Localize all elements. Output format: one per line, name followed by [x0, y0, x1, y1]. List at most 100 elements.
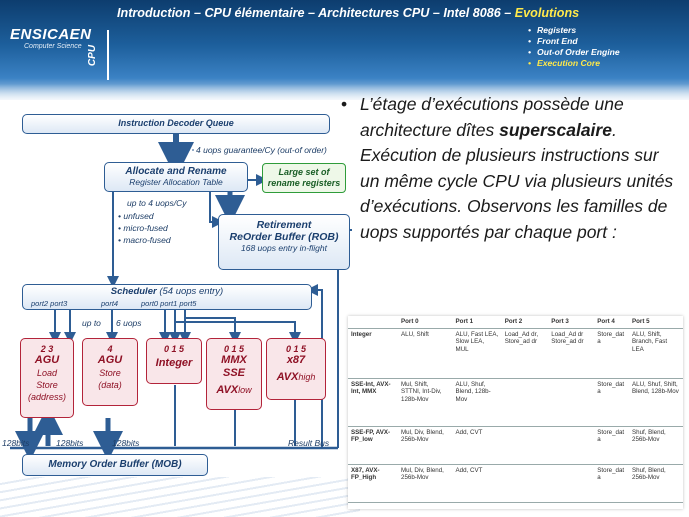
unit-ports: 0 1 5: [163, 344, 185, 354]
table-cell: Load_Ad dr, Store_ad dr: [501, 328, 549, 379]
table-cell: Mul, Div, Blend, 256b-Mov: [398, 464, 453, 503]
table-cell: Store_dat a: [594, 426, 630, 465]
table-row-header: SSE-FP, AVX-FP_low: [348, 426, 398, 465]
body-paragraph: • L’étage d’exécutions possède une archi…: [341, 92, 678, 245]
uops-guarantee-note: 4 uops guarantee/Cy (out-of order): [196, 145, 327, 155]
retirement-rob-box: Retirement ReOrder Buffer (ROB) 168 uops…: [218, 214, 350, 270]
nav-item-ooo-engine[interactable]: Out-of Order Engine: [528, 47, 620, 58]
paragraph-bold: superscalaire: [499, 119, 612, 140]
table-row: Integer ALU, Shift ALU, Fast LEA, Slow L…: [348, 328, 683, 379]
table-cell: [501, 426, 549, 465]
table-row-header: SSE-Int, AVX-Int, MMX: [348, 378, 398, 427]
scheduler-box: Scheduler (54 uops entry) port2 port3 po…: [22, 284, 312, 310]
six-uops-label: 6 uops: [116, 318, 142, 328]
unit-sub: Store: [36, 380, 58, 390]
slide-title: Introduction – CPU élémentaire – Archite…: [117, 6, 579, 20]
unit-name: AVX: [216, 384, 239, 396]
table-cell: ALU, Shuf, Blend, 128b-Mov: [452, 378, 502, 427]
mmx-sse-avx-unit: 0 1 5 MMX SSE AVXlow: [206, 338, 262, 410]
table-header: Port 0: [398, 316, 453, 329]
memory-order-buffer: Memory Order Buffer (MOB): [22, 454, 208, 476]
table-cell: Store_dat a: [594, 378, 630, 427]
table-cell: ALU, Fast LEA, Slow LEA, MUL: [452, 328, 502, 379]
bits-label: 128bits: [56, 438, 84, 448]
bullet-dot: •: [341, 94, 348, 114]
table-cell: Mul, Shift, STTNI, Int-Div, 128b-Mov: [398, 378, 453, 427]
title-highlight: Evolutions: [514, 6, 580, 20]
paragraph-text: . Exécution de plusieurs instructions su…: [360, 119, 674, 242]
table-header: Port 1: [452, 316, 502, 329]
table-cell: Add, CVT: [452, 426, 502, 465]
table-header-row: Port 0 Port 1 Port 2 Port 3 Port 4 Port …: [348, 316, 683, 329]
agu-load-store-unit: 2 3 AGU Load Store (address): [20, 338, 74, 418]
scheduler-title: Scheduler: [110, 286, 157, 297]
table-cell: Mul, Div, Blend, 256b-Mov: [398, 426, 453, 465]
uops-per-cycle: up to 4 uops/Cy: [127, 198, 187, 208]
table-cell: Store_dat a: [594, 328, 630, 379]
table-cell: [501, 464, 549, 503]
bits-label: 128bits: [2, 438, 30, 448]
rob-title: ReOrder Buffer (ROB): [229, 231, 339, 243]
nav-item-front-end[interactable]: Front End: [528, 36, 620, 47]
unit-name: AGU: [34, 354, 60, 366]
table-cell: Store_dat a: [594, 464, 630, 503]
ports-right-label: port0 port1 port5: [141, 299, 197, 308]
ensicaen-logo: ENSICAEN: [10, 26, 92, 43]
table-cell: Load_Ad dr Store_ad dr: [548, 328, 595, 379]
fused-unfused: • unfused: [118, 211, 154, 221]
table-header: Port 4: [594, 316, 630, 329]
title-main: Introduction – CPU élémentaire – Archite…: [117, 6, 515, 20]
paragraph-text: L’étage d’exécutions possède une archite…: [360, 94, 624, 140]
instruction-decoder-queue: Instruction Decoder Queue: [22, 114, 330, 134]
table-row: SSE-FP, AVX-FP_low Mul, Div, Blend, 256b…: [348, 426, 683, 465]
logo-subtitle: Computer Science: [24, 43, 82, 50]
nav-item-registers[interactable]: Registers: [528, 25, 620, 36]
table-cell: [548, 426, 595, 465]
unit-sub: Load: [36, 368, 58, 378]
diagram-arrows: [10, 134, 352, 461]
table-cell: Add, CVT: [452, 464, 502, 503]
table-header: Port 5: [629, 316, 683, 329]
ports-left-label: port2 port3: [31, 299, 68, 308]
bits-label: 128bits: [112, 438, 140, 448]
rename-registers-box: Large set of rename registers: [262, 163, 346, 193]
agu-store-data-unit: 4 AGU Store (data): [82, 338, 138, 406]
unit-suffix: high: [298, 372, 316, 382]
unit-sub: (data): [98, 380, 122, 390]
result-bus-label: Result Bus: [288, 438, 330, 448]
section-nav: Registers Front End Out-of Order Engine …: [528, 25, 620, 69]
scheduler-sub: (54 uops entry): [159, 286, 224, 297]
unit-name: x87: [286, 354, 306, 366]
unit-name: AVX: [276, 371, 299, 383]
fused-micro: • micro-fused: [118, 223, 168, 233]
x87-avx-unit: 0 1 5 x87 AVXhigh: [266, 338, 326, 400]
unit-name: Integer: [155, 357, 193, 369]
table-cell: [548, 378, 595, 427]
table-header: Port 2: [501, 316, 549, 329]
unit-sub: Store: [99, 368, 121, 378]
alloc-subtitle: Register Allocation Table: [129, 177, 223, 187]
table-cell: [501, 378, 549, 427]
up-to-label: up to: [82, 318, 101, 328]
port4-label: port4: [101, 299, 119, 308]
retirement-title: Retirement: [256, 219, 312, 231]
fused-macro: • macro-fused: [118, 235, 171, 245]
table-cell: ALU, Shuf, Shift, Blend, 128b-Mov: [629, 378, 683, 427]
table-header: Port 3: [548, 316, 595, 329]
allocate-rename-box: Allocate and Rename Register Allocation …: [104, 162, 248, 192]
unit-suffix: low: [238, 385, 252, 395]
unit-name: AGU: [97, 354, 123, 366]
cpu-divider: [107, 30, 109, 80]
nav-item-execution-core[interactable]: Execution Core: [528, 58, 620, 69]
table-row: X87, AVX-FP_High Mul, Div, Blend, 256b-M…: [348, 464, 683, 503]
rob-subtitle: 168 uops entry in-flight: [241, 243, 327, 253]
table-row: SSE-Int, AVX-Int, MMX Mul, Shift, STTNI,…: [348, 378, 683, 427]
background-stripes: [0, 477, 360, 517]
unit-ports: 0 1 5: [223, 344, 245, 354]
unit-name: MMX: [221, 354, 247, 366]
table-cell: Shuf, Blend, 256b-Mov: [629, 426, 683, 465]
unit-ports: 4: [107, 344, 113, 354]
unit-ports: 2 3: [40, 344, 54, 354]
alloc-title: Allocate and Rename: [125, 166, 227, 177]
uop-port-table: Port 0 Port 1 Port 2 Port 3 Port 4 Port …: [348, 316, 683, 503]
